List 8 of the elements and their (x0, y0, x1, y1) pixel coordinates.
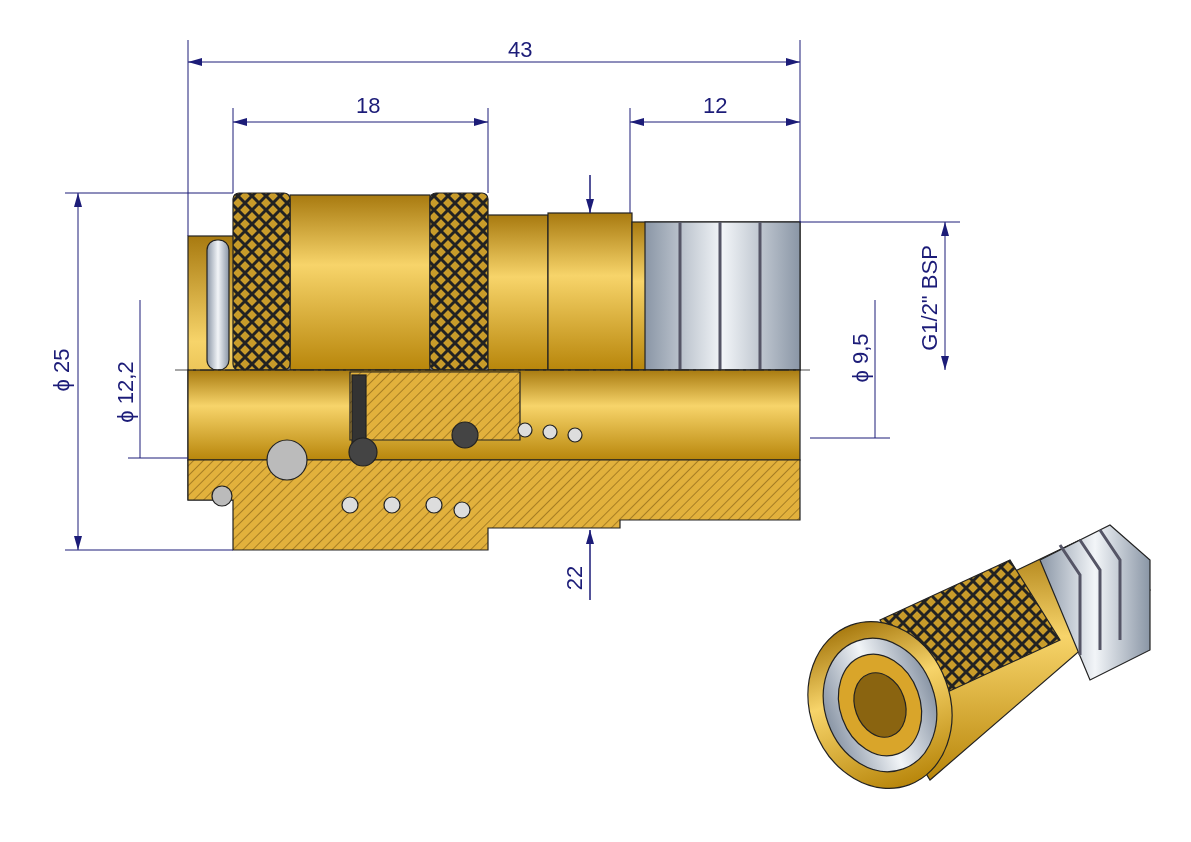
dimension-value: 12 (703, 95, 728, 117)
dimension-value: 18 (356, 95, 381, 117)
dimension-value: 43 (508, 39, 533, 61)
dimension-value: ϕ 12,2 (114, 361, 137, 423)
dimension-value: 22 (564, 565, 587, 591)
dimension-value: ϕ 9,5 (849, 333, 871, 383)
dimension-value: G1/2" BSP (918, 245, 941, 351)
dimension-value: ϕ 25 (50, 348, 73, 392)
